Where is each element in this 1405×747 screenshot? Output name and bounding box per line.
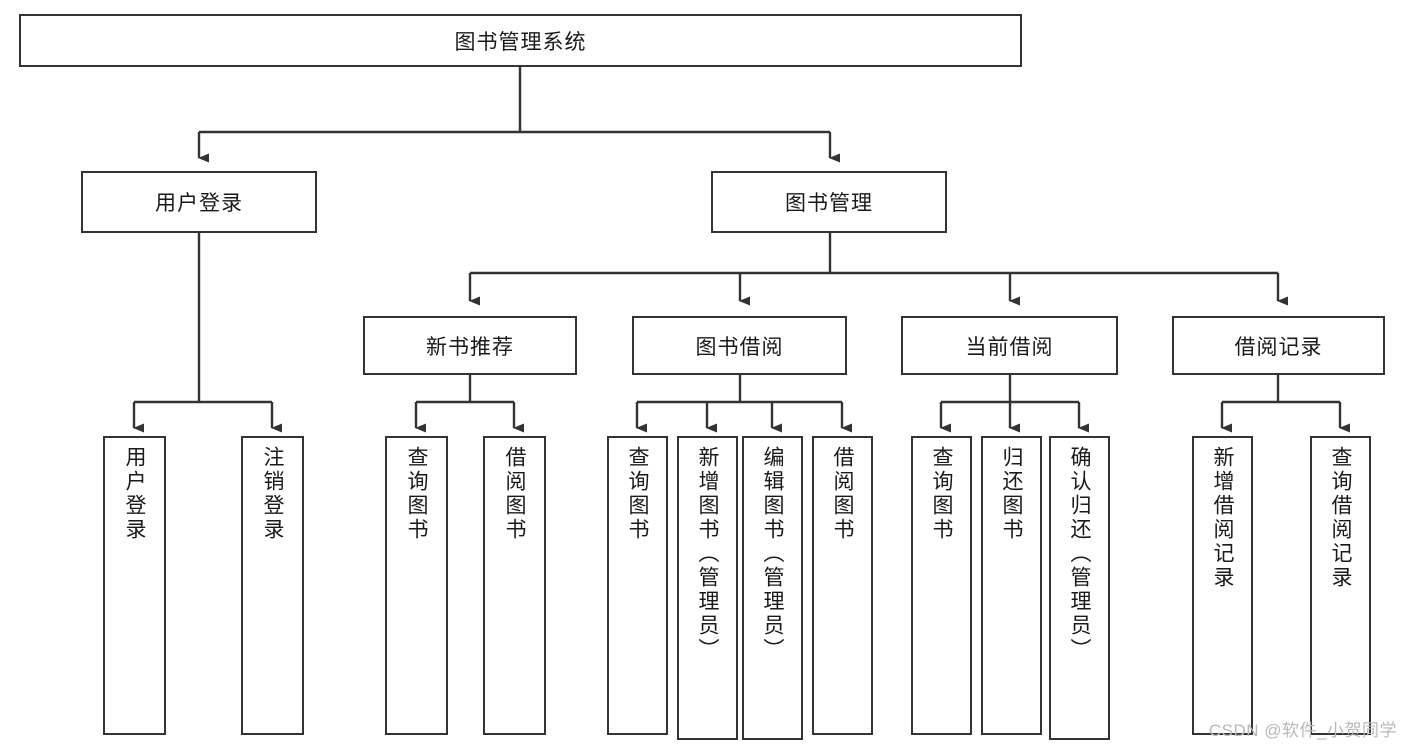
node-label: 借阅图书	[503, 446, 526, 542]
node-leaf-query-book-borrow[interactable]: 查询图书	[607, 436, 668, 735]
node-leaf-return-book[interactable]: 归还图书	[981, 436, 1042, 735]
node-leaf-confirm-return-admin[interactable]: 确认归还（管理员）	[1049, 436, 1110, 740]
node-label: 查询图书	[626, 446, 649, 542]
node-leaf-edit-book-admin[interactable]: 编辑图书（管理员）	[742, 436, 803, 740]
node-label: 用户登录	[123, 446, 146, 542]
node-book-borrow[interactable]: 图书借阅	[632, 316, 847, 375]
node-leaf-borrow-book[interactable]: 借阅图书	[812, 436, 873, 735]
node-leaf-user-login[interactable]: 用户登录	[103, 436, 166, 735]
node-new-book-recommend[interactable]: 新书推荐	[363, 316, 577, 375]
node-label: 确认归还（管理员）	[1068, 446, 1091, 662]
node-leaf-add-borrow-record[interactable]: 新增借阅记录	[1192, 436, 1253, 735]
node-label: 新书推荐	[426, 335, 514, 359]
node-label: 图书管理系统	[454, 30, 587, 54]
node-leaf-borrow-book-recommend[interactable]: 借阅图书	[483, 436, 546, 735]
node-label: 新增借阅记录	[1211, 446, 1234, 590]
node-user-login[interactable]: 用户登录	[81, 171, 317, 233]
node-book-management[interactable]: 图书管理	[711, 171, 947, 233]
node-label: 当前借阅	[965, 335, 1054, 359]
node-leaf-query-book-current[interactable]: 查询图书	[911, 436, 972, 735]
node-label: 图书管理	[785, 192, 873, 215]
node-label: 新增图书（管理员）	[696, 446, 719, 662]
node-label: 归还图书	[1000, 446, 1023, 542]
node-leaf-query-borrow-record[interactable]: 查询借阅记录	[1310, 436, 1371, 735]
node-leaf-query-book-recommend[interactable]: 查询图书	[385, 436, 448, 735]
node-label: 编辑图书（管理员）	[761, 446, 784, 662]
node-label: 借阅图书	[831, 446, 854, 542]
node-label: 查询借阅记录	[1329, 446, 1352, 590]
node-current-borrow[interactable]: 当前借阅	[901, 316, 1118, 375]
node-label: 注销登录	[261, 446, 284, 542]
node-label: 图书借阅	[695, 335, 784, 359]
node-leaf-logout[interactable]: 注销登录	[241, 436, 304, 735]
node-leaf-add-book-admin[interactable]: 新增图书（管理员）	[677, 436, 738, 740]
node-borrow-record[interactable]: 借阅记录	[1172, 316, 1385, 375]
node-label: 用户登录	[155, 192, 243, 215]
node-label: 借阅记录	[1234, 335, 1323, 359]
node-root-system[interactable]: 图书管理系统	[19, 14, 1022, 67]
node-label: 查询图书	[930, 446, 953, 542]
node-label: 查询图书	[405, 446, 428, 542]
